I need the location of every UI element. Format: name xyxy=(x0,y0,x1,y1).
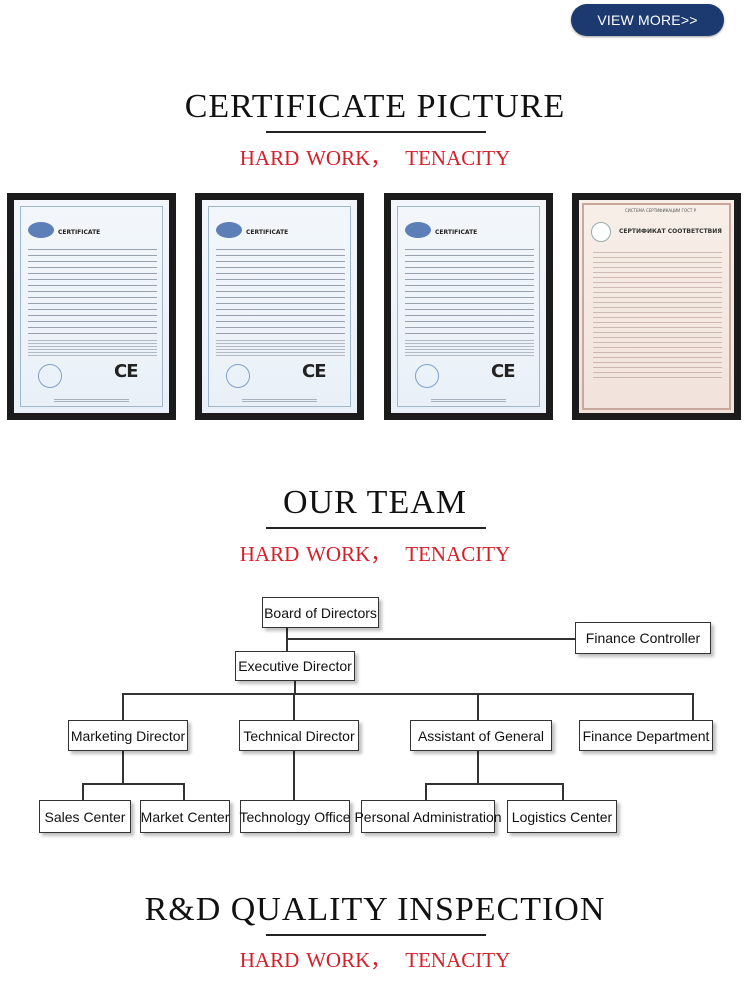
market-center-box: Market Center xyxy=(140,800,230,833)
connector-line xyxy=(122,749,124,783)
finance-controller-box: Finance Controller xyxy=(575,622,711,654)
certificate-text-lines xyxy=(593,248,722,378)
connector-line xyxy=(477,693,479,721)
marketing-director-box: Marketing Director xyxy=(68,720,188,751)
certificate-text-lines xyxy=(28,244,157,334)
connector-line xyxy=(425,783,427,801)
gost-emblem-icon xyxy=(591,222,611,242)
certificate-text-lines xyxy=(216,244,345,334)
rd-section-subtitle: HARD WORK， TENACITY xyxy=(0,944,750,974)
sales-center-box: Sales Center xyxy=(39,800,131,833)
executive-director-box: Executive Director xyxy=(235,651,355,681)
certificate-paragraph xyxy=(28,338,157,356)
nst-logo-icon xyxy=(405,222,431,238)
certificate-section-title: CERTIFICATE PICTURE xyxy=(184,88,566,125)
certificate-image-4[interactable]: СИСТЕМА СЕРТИФИКАЦИИ ГОСТ Р СЕРТИФИКАТ С… xyxy=(572,193,741,420)
ce-mark-icon: CE xyxy=(302,361,326,382)
subtitle-right: TENACITY xyxy=(405,948,511,972)
certificate-system-header: СИСТЕМА СЕРТИФИКАЦИИ ГОСТ Р xyxy=(624,208,697,213)
rd-section-title: R&D QUALITY INSPECTION xyxy=(144,891,606,928)
personal-administration-box: Personal Administration xyxy=(354,800,502,833)
certificate-border xyxy=(582,203,731,410)
nst-logo-icon xyxy=(28,222,54,238)
title-underline xyxy=(266,527,486,529)
connector-line xyxy=(183,783,185,801)
assistant-of-general-box: Assistant of General xyxy=(410,720,552,751)
title-underline xyxy=(266,131,486,133)
connector-line xyxy=(477,749,479,783)
connector-line xyxy=(294,679,296,693)
certificate-section-subtitle: HARD WORK， TENACITY xyxy=(0,142,750,172)
team-section-title: OUR TEAM xyxy=(283,484,467,521)
logistics-center-box: Logistics Center xyxy=(507,800,617,833)
stamp-icon xyxy=(415,364,439,388)
ce-mark-icon: CE xyxy=(491,361,515,382)
certificate-image-2[interactable]: CERTIFICATE CE xyxy=(195,193,364,420)
subtitle-right: TENACITY xyxy=(405,542,511,566)
certificate-footer xyxy=(54,398,129,403)
connector-line xyxy=(293,693,295,721)
connector-line xyxy=(82,783,184,785)
connector-line xyxy=(293,749,295,801)
certificate-heading: CERTIFICATE xyxy=(58,229,101,236)
certificate-paragraph xyxy=(405,338,534,356)
subtitle-left: HARD WORK， xyxy=(239,948,392,972)
certificate-footer xyxy=(431,398,506,403)
title-underline xyxy=(266,934,486,936)
subtitle-right: TENACITY xyxy=(405,146,511,170)
certificate-paragraph xyxy=(216,338,345,356)
certificate-heading: CERTIFICATE xyxy=(246,229,289,236)
certificate-heading: СЕРТИФИКАТ СООТВЕТСТВИЯ xyxy=(619,228,722,235)
connector-line xyxy=(425,783,563,785)
certificate-paper: CERTIFICATE CE xyxy=(391,200,546,413)
technology-office-box: Technology Office xyxy=(239,800,351,833)
ce-mark-icon: CE xyxy=(114,361,138,382)
connector-line xyxy=(82,783,84,801)
technical-director-box: Technical Director xyxy=(239,720,359,751)
certificate-image-3[interactable]: CERTIFICATE CE xyxy=(384,193,553,420)
connector-line xyxy=(122,693,693,695)
certificate-footer xyxy=(242,398,317,403)
connector-line xyxy=(562,783,564,801)
stamp-icon xyxy=(38,364,62,388)
board-of-directors-box: Board of Directors xyxy=(262,597,379,628)
finance-department-box: Finance Department xyxy=(579,720,713,751)
subtitle-left: HARD WORK， xyxy=(239,146,392,170)
subtitle-left: HARD WORK， xyxy=(239,542,392,566)
certificate-paper: СИСТЕМА СЕРТИФИКАЦИИ ГОСТ Р СЕРТИФИКАТ С… xyxy=(579,200,734,413)
certificate-text-lines xyxy=(405,244,534,334)
certificate-paper: CERTIFICATE CE xyxy=(202,200,357,413)
certificate-image-1[interactable]: CERTIFICATE CE xyxy=(7,193,176,420)
connector-line xyxy=(122,693,124,721)
connector-line xyxy=(286,638,576,640)
certificate-paper: CERTIFICATE CE xyxy=(14,200,169,413)
nst-logo-icon xyxy=(216,222,242,238)
view-more-button[interactable]: VIEW MORE>> xyxy=(571,4,724,36)
certificate-heading: CERTIFICATE xyxy=(435,229,478,236)
team-section-subtitle: HARD WORK， TENACITY xyxy=(0,538,750,568)
stamp-icon xyxy=(226,364,250,388)
connector-line xyxy=(692,693,694,721)
